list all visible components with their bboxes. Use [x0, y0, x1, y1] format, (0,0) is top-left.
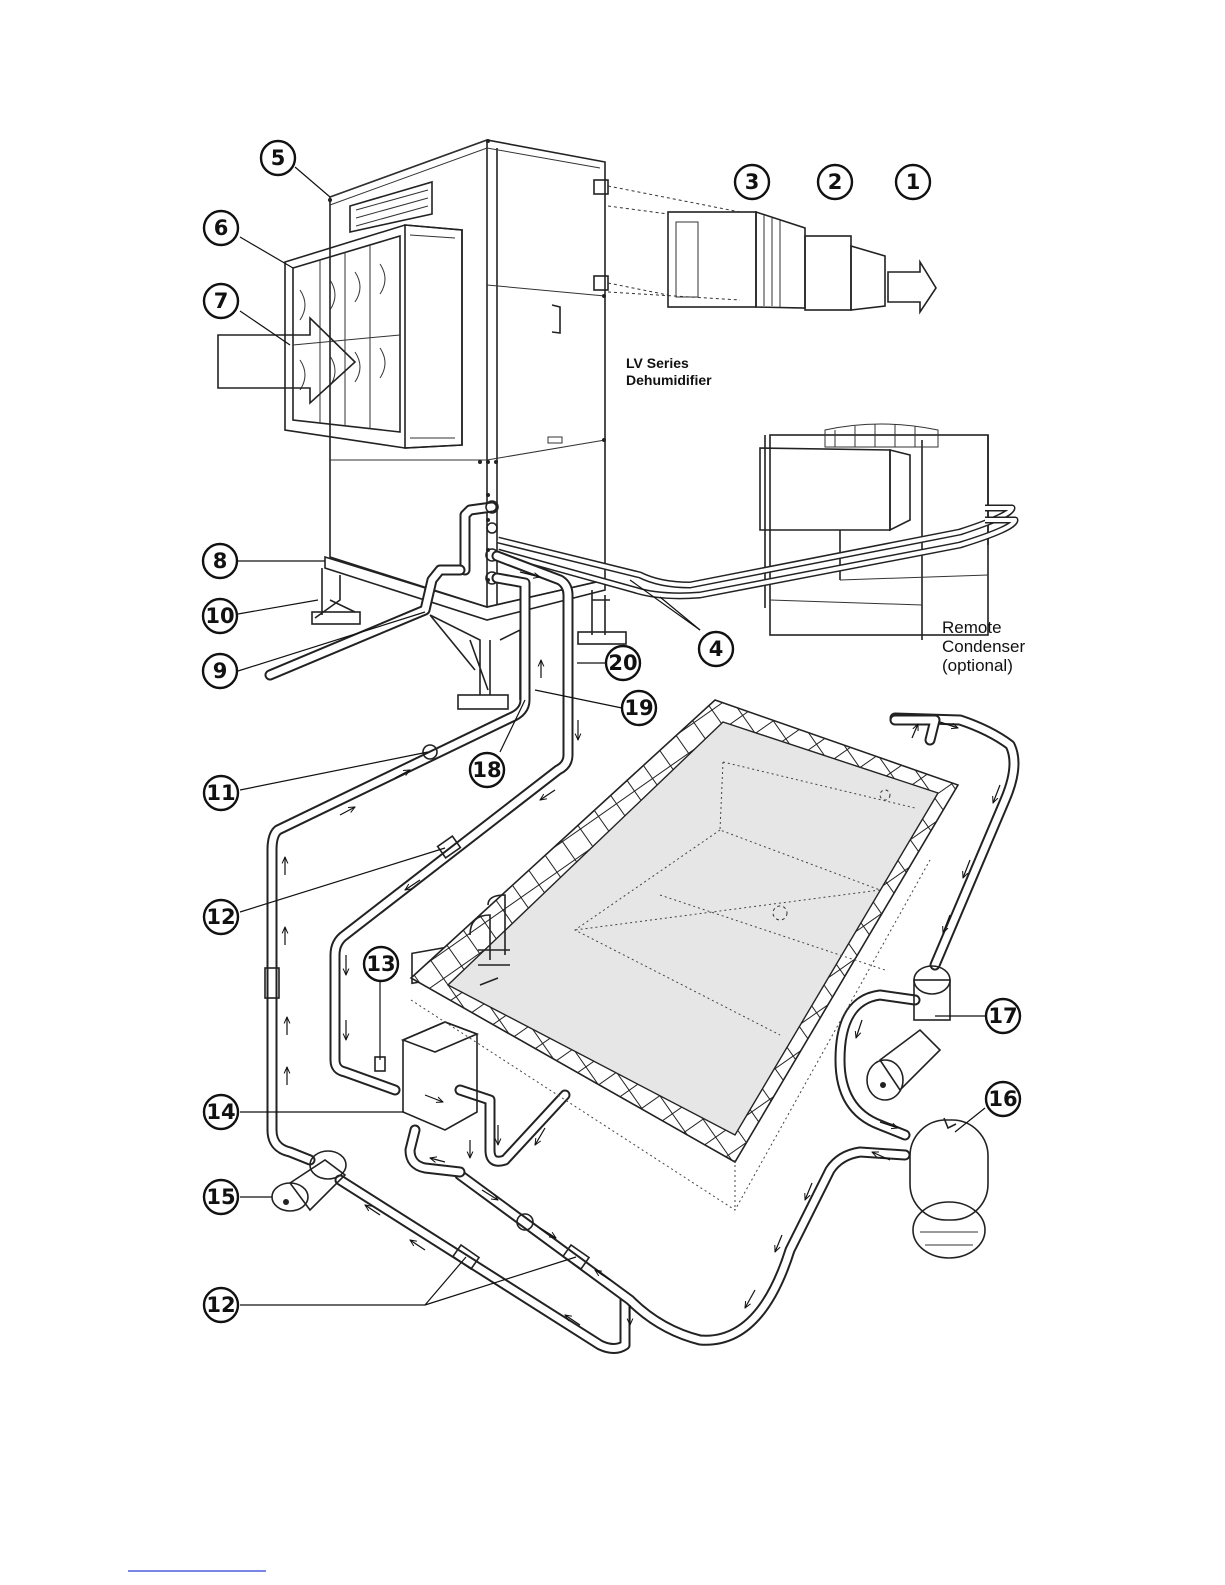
condenser-label-line3: (optional)	[942, 656, 1013, 675]
refrigerant-lines	[498, 508, 1015, 596]
callout-12-upper: 12	[204, 900, 238, 934]
callout-9-number: 9	[213, 659, 228, 683]
callout-13: 13	[364, 947, 398, 981]
filter-tank	[910, 1118, 988, 1258]
callout-15-number: 15	[206, 1185, 235, 1209]
callout-17: 17	[986, 999, 1020, 1033]
unit-label-line1: LV Series	[626, 355, 689, 371]
callout-5-number: 5	[271, 146, 286, 170]
unit-water-connections	[270, 501, 498, 675]
condenser-label-line2: Condenser	[942, 637, 1026, 656]
callout-7: 7	[204, 284, 238, 318]
condenser-label-line1: Remote	[942, 618, 1002, 637]
callout-15: 15	[204, 1180, 238, 1214]
callout-2-number: 2	[828, 170, 843, 194]
callout-1-number: 1	[906, 170, 921, 194]
callout-14: 14	[204, 1095, 238, 1129]
callout-12-lower-number: 12	[206, 1293, 235, 1317]
callout-20-number: 20	[608, 651, 637, 675]
callout-12-lower: 12	[204, 1288, 238, 1322]
callout-10: 10	[203, 599, 237, 633]
filter-rack	[285, 225, 462, 448]
callout-6: 6	[204, 211, 238, 245]
return-air-arrow	[218, 318, 355, 403]
callout-19-number: 19	[624, 696, 653, 720]
callout-13-number: 13	[366, 952, 395, 976]
unit-label-line2: Dehumidifier	[626, 372, 712, 388]
callout-20: 20	[606, 646, 640, 680]
circulation-pump	[867, 966, 950, 1100]
callout-8: 8	[203, 544, 237, 578]
callout-3-number: 3	[745, 170, 760, 194]
callout-5: 5	[261, 141, 295, 175]
callout-16: 16	[986, 1082, 1020, 1116]
callout-1: 1	[896, 165, 930, 199]
callout-4: 4	[699, 632, 733, 666]
callout-17-number: 17	[988, 1004, 1017, 1028]
callout-14-number: 14	[206, 1100, 235, 1124]
callout-12-upper-number: 12	[206, 905, 235, 929]
callout-2: 2	[818, 165, 852, 199]
callout-9: 9	[203, 654, 237, 688]
callout-3: 3	[735, 165, 769, 199]
leader-lines	[238, 167, 985, 1305]
supply-air-arrow	[888, 262, 936, 312]
callout-11-number: 11	[206, 781, 235, 805]
callout-6-number: 6	[214, 216, 229, 240]
callout-16-number: 16	[988, 1087, 1017, 1111]
callout-8-number: 8	[213, 549, 228, 573]
callout-11: 11	[204, 776, 238, 810]
callout-19: 19	[622, 691, 656, 725]
filter-grid	[293, 245, 400, 429]
callout-7-number: 7	[214, 289, 229, 313]
supply-duct	[608, 186, 936, 312]
callout-10-number: 10	[205, 604, 234, 628]
callout-4-number: 4	[709, 637, 724, 661]
callout-18-number: 18	[472, 758, 501, 782]
callout-18: 18	[470, 753, 504, 787]
